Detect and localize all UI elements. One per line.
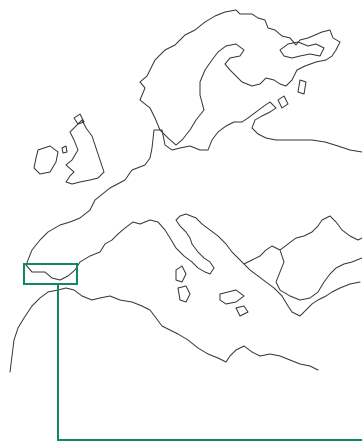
baltic-island: [277, 95, 289, 109]
isle-of-man: [61, 145, 68, 154]
corsica-coastline: [175, 265, 187, 283]
balkans-coastline: [243, 263, 361, 317]
leader-line: [57, 284, 362, 441]
white-sea-island: [297, 79, 307, 95]
crete-coastline: [235, 305, 249, 317]
greece-coastline: [279, 215, 362, 251]
scandinavia-coastline: [139, 9, 341, 146]
north-africa-coastline: [13, 287, 319, 371]
great-britain-coastline: [65, 119, 105, 185]
kola-coastline: [279, 41, 325, 59]
mainland-europe-coastline: [94, 101, 362, 201]
sicily-coastline: [219, 289, 245, 305]
aegean-coastline: [243, 245, 362, 301]
scotland-islands: [73, 113, 85, 125]
iberia-coastline: [25, 199, 245, 281]
highlight-box-strait-of-gibraltar: [23, 263, 78, 285]
sardinia-coastline: [177, 285, 191, 303]
africa-west-coastline: [9, 339, 15, 373]
ireland-coastline: [33, 145, 59, 175]
